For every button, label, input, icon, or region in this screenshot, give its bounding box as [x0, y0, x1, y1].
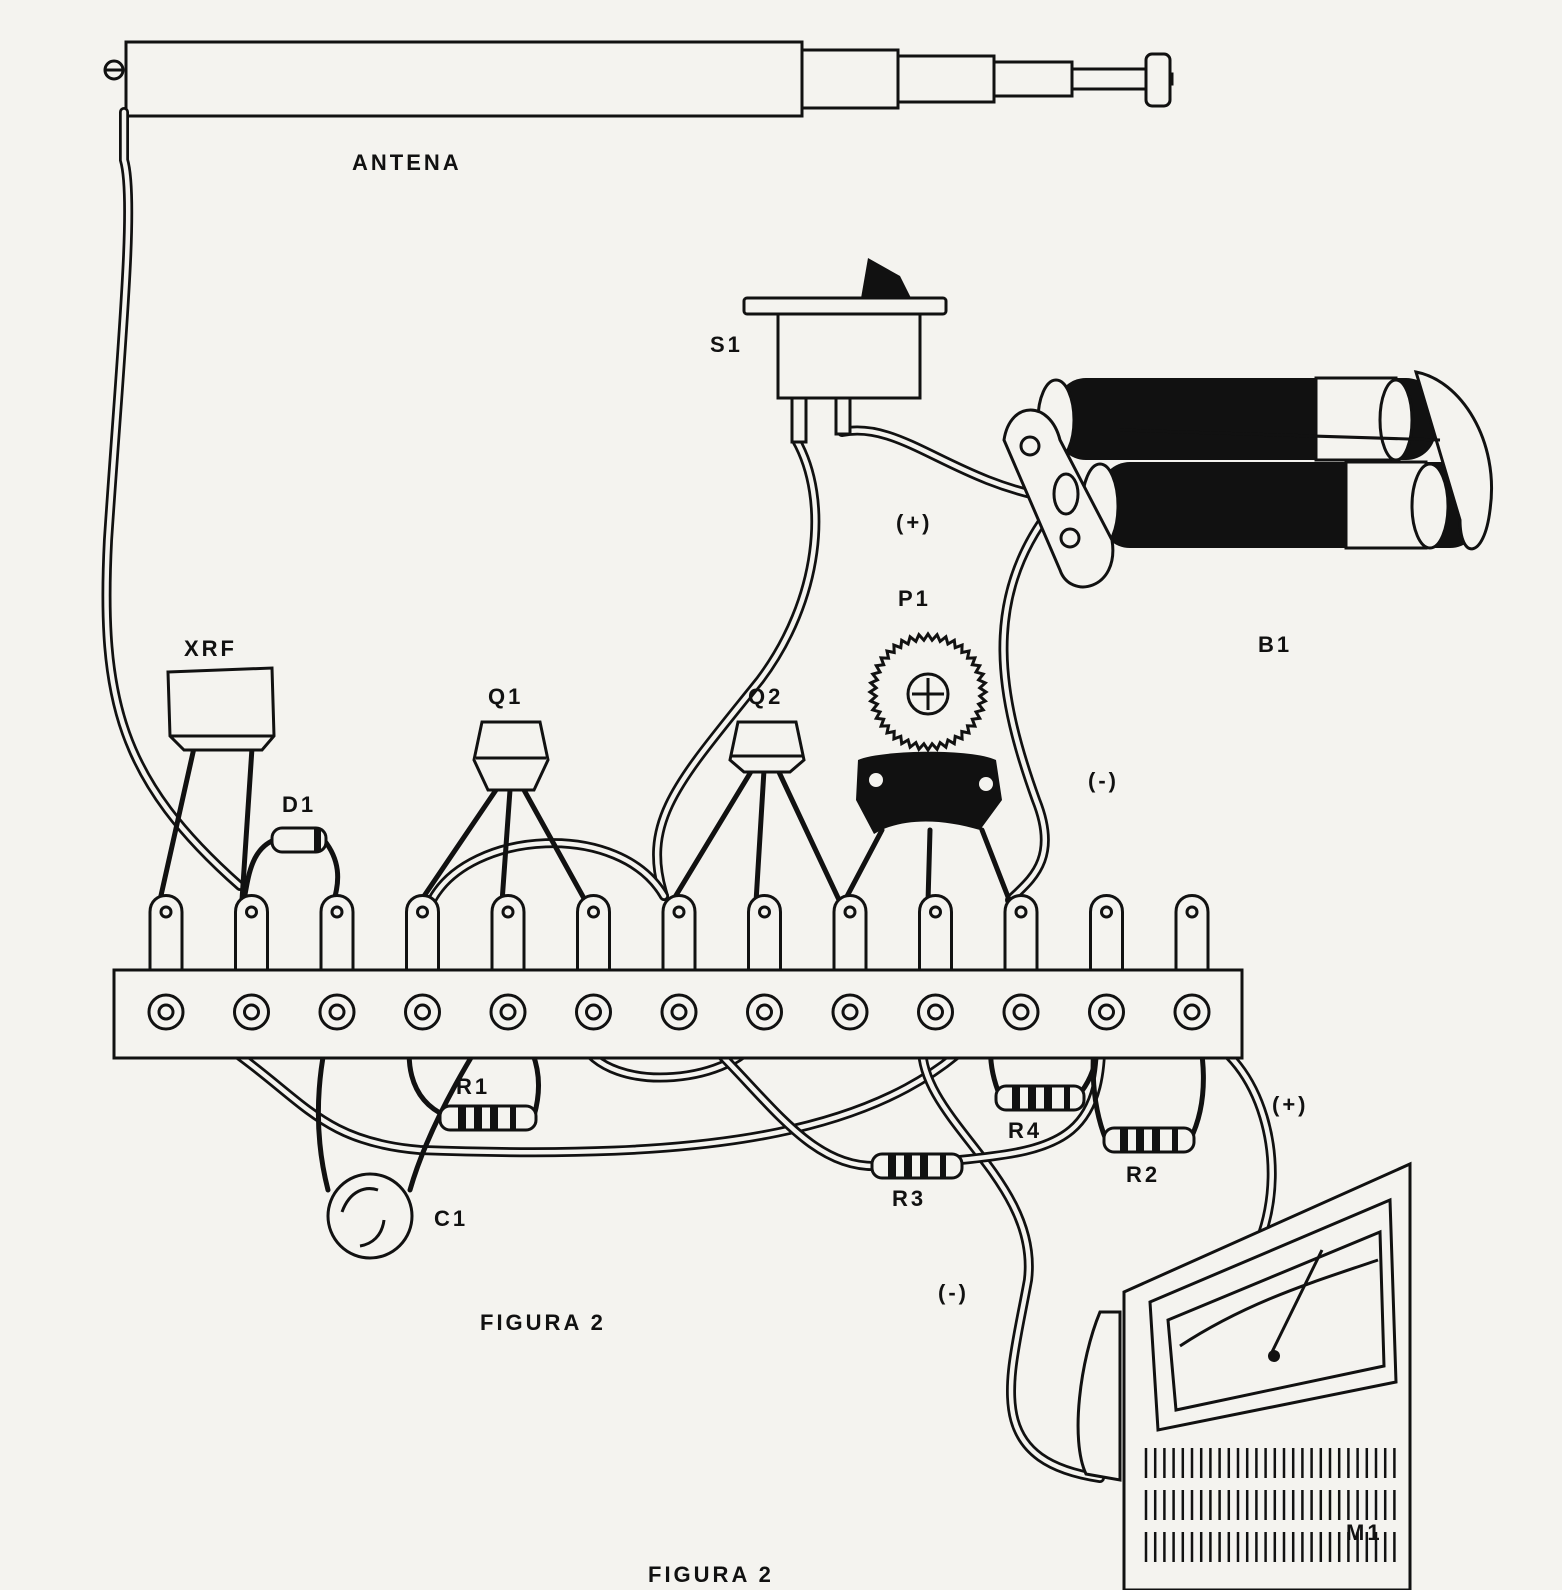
resistor4-label: R4	[1008, 1118, 1042, 1143]
terminal-eyelet-center	[243, 1003, 260, 1021]
battery-holder-b1	[1002, 370, 1493, 589]
terminal-lugs	[148, 894, 1210, 972]
terminal-lug-hole	[330, 905, 344, 919]
terminal-lug	[319, 894, 355, 972]
battery-label: B1	[1258, 632, 1292, 657]
terminal-eyelet-center	[499, 1003, 517, 1021]
battery-minus-label: (-)	[1088, 768, 1119, 793]
resistor-r1	[438, 1104, 538, 1132]
terminal-lug	[747, 894, 782, 972]
terminal-eyelet-center	[1183, 1003, 1201, 1021]
terminal-lug	[661, 894, 697, 972]
terminal-lug-hole	[1100, 905, 1113, 919]
terminal-lug	[234, 894, 269, 972]
terminal-lug-hole	[929, 905, 942, 919]
figure-caption-lower: FIGURA 2	[648, 1562, 774, 1587]
terminal-lug	[490, 894, 526, 972]
terminal-eyelet-center	[328, 1003, 346, 1021]
diode-d1	[270, 826, 328, 854]
diode-label: D1	[282, 792, 316, 817]
terminal-lug	[1089, 894, 1124, 972]
meter-plus-label: (+)	[1272, 1092, 1309, 1117]
resistor-r4	[994, 1084, 1086, 1112]
transistor1-label: Q1	[488, 684, 523, 709]
labels: ANTENA S1 (+) B1 (-) P1 XRF D1 Q1 Q2 R1 …	[184, 150, 1383, 1587]
meter-minus-label: (-)	[938, 1280, 969, 1305]
meter-m1	[1076, 1161, 1412, 1590]
capacitor-label: C1	[434, 1206, 468, 1231]
terminal-lug-hole	[758, 905, 771, 919]
terminal-eyelet-center	[157, 1003, 175, 1021]
terminal-lug-hole	[159, 905, 173, 919]
terminal-eyelet-center	[670, 1003, 688, 1021]
terminal-lug-hole	[672, 905, 686, 919]
terminal-lug	[576, 894, 611, 972]
resistor1-label: R1	[456, 1074, 490, 1099]
resistor-r3	[870, 1152, 964, 1180]
terminal-eyelet-center	[841, 1003, 859, 1021]
terminal-eyelet-center	[585, 1003, 602, 1021]
transistor-q2	[728, 720, 806, 774]
terminal-lug	[148, 894, 184, 972]
resistor2-label: R2	[1126, 1162, 1160, 1187]
terminal-lug	[405, 894, 440, 972]
battery-plus-label: (+)	[896, 510, 933, 535]
terminal-lug-hole	[1014, 905, 1028, 919]
capacitor-c1	[326, 1172, 414, 1260]
terminal-lug	[918, 894, 953, 972]
rf-choke-label: XRF	[184, 636, 237, 661]
switch-s1	[742, 258, 948, 444]
figure-caption-upper: FIGURA 2	[480, 1310, 606, 1335]
terminal-eyelets	[147, 993, 1211, 1031]
terminal-lug	[1003, 894, 1039, 972]
terminal-eyelet-center	[1012, 1003, 1030, 1021]
meter-grille	[1144, 1448, 1396, 1562]
terminal-lug	[832, 894, 868, 972]
terminal-lug-hole	[245, 905, 258, 919]
switch-label: S1	[710, 332, 743, 357]
terminal-lug-hole	[416, 905, 429, 919]
meter-label: M1	[1346, 1520, 1383, 1545]
terminal-strip	[112, 894, 1244, 1060]
potentiometer-label: P1	[898, 586, 931, 611]
antenna	[103, 40, 1174, 118]
terminal-eyelet-center	[1098, 1003, 1115, 1021]
resistor-r2	[1102, 1126, 1196, 1154]
terminal-lug-hole	[843, 905, 857, 919]
terminal-eyelet-center	[756, 1003, 773, 1021]
terminal-lug-hole	[587, 905, 600, 919]
rf-choke-xrf	[166, 666, 276, 752]
resistor3-label: R3	[892, 1186, 926, 1211]
terminal-lug	[1174, 894, 1210, 972]
transistor2-label: Q2	[748, 684, 783, 709]
terminal-lug-hole	[501, 905, 515, 919]
transistor-q1	[472, 720, 550, 792]
terminal-eyelet-center	[927, 1003, 944, 1021]
trimpot-p1	[856, 631, 1002, 834]
terminal-eyelet-center	[414, 1003, 431, 1021]
terminal-lug-hole	[1185, 905, 1199, 919]
antenna-label: ANTENA	[352, 150, 462, 175]
